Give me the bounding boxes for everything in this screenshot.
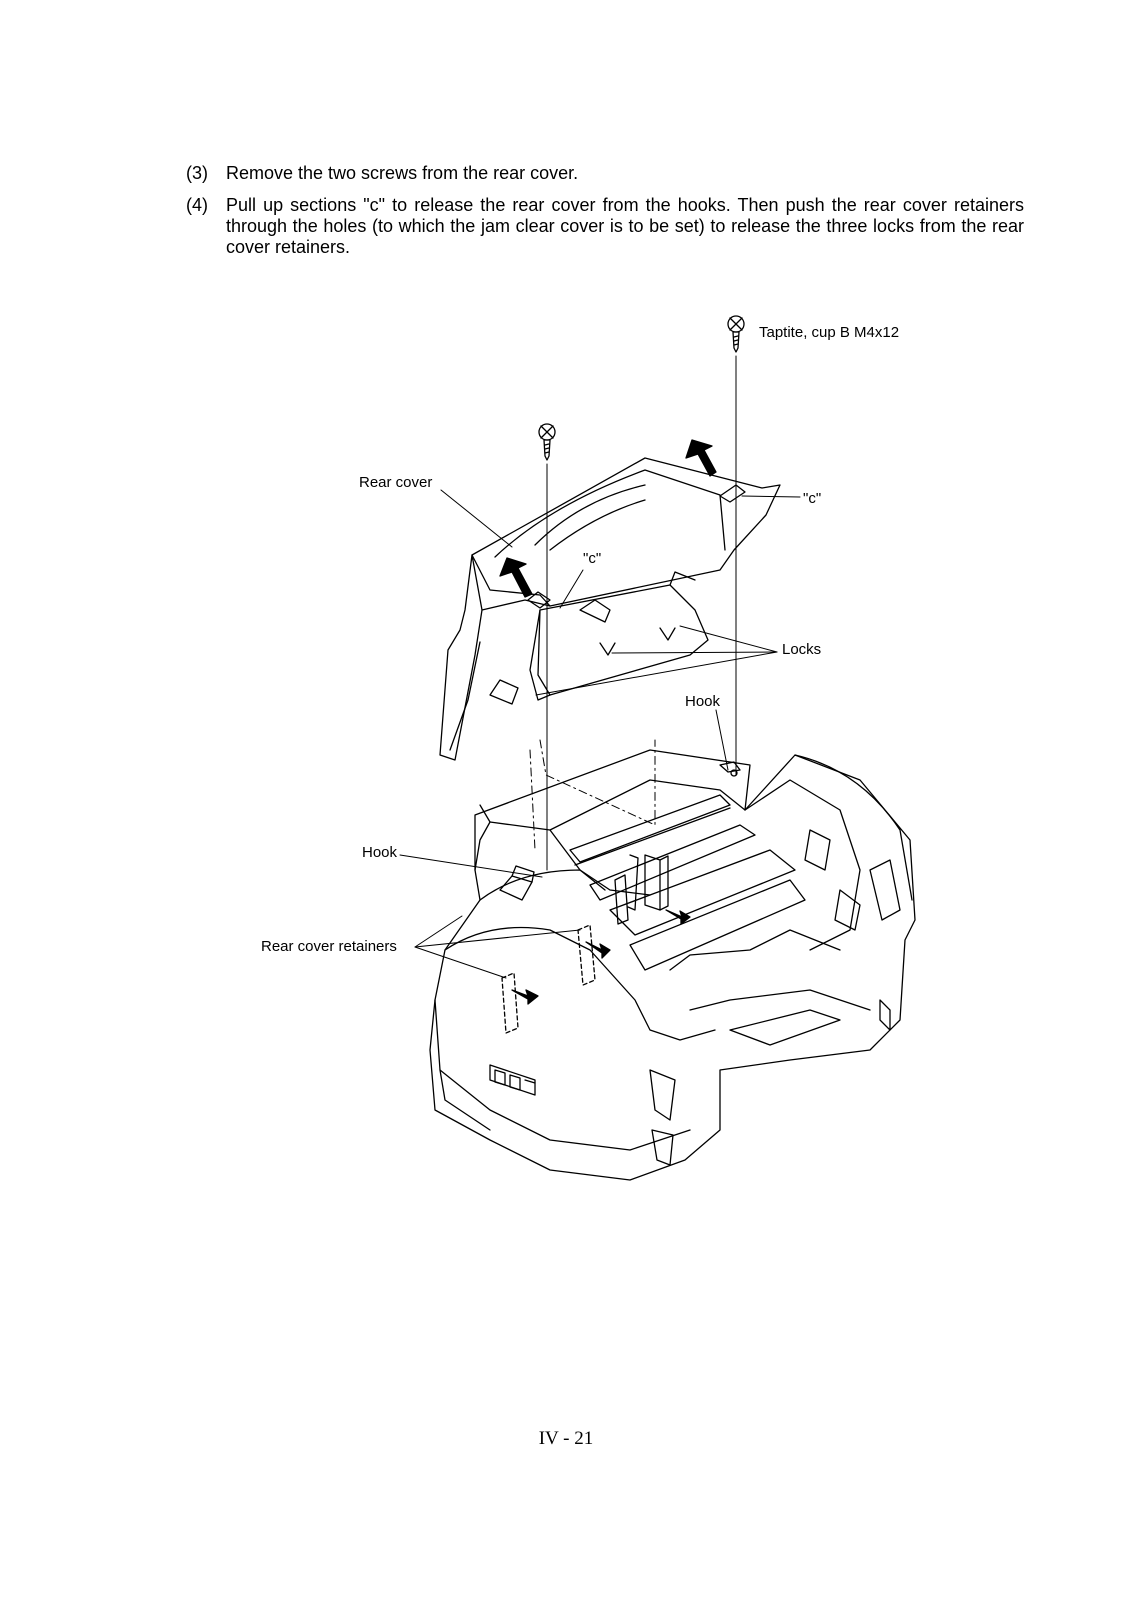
lift-arrow-icon xyxy=(685,439,717,477)
step-number: (3) xyxy=(186,163,208,183)
step-3: (3) Remove the two screws from the rear … xyxy=(186,163,1024,184)
retainer-part xyxy=(501,972,519,1034)
screw-label: Taptite, cup B M4x12 xyxy=(759,324,900,341)
locks-label: Locks xyxy=(782,641,822,658)
hook-label: Hook xyxy=(362,844,398,861)
push-arrow-icon xyxy=(585,941,611,959)
step-text: Pull up sections "c" to release the rear… xyxy=(226,195,1024,257)
section-c-label: "c" xyxy=(803,490,822,507)
section-c-label: "c" xyxy=(583,550,602,567)
step-text: Remove the two screws from the rear cove… xyxy=(226,163,579,183)
lift-arrow-icon xyxy=(499,557,533,598)
screw-icon xyxy=(538,423,556,461)
printer-illustration xyxy=(399,315,916,1181)
printer-body xyxy=(429,749,916,1181)
leader-lines xyxy=(399,489,801,979)
hook-label: Hook xyxy=(685,693,721,710)
page-number: IV - 21 xyxy=(538,1428,594,1449)
screw-icon xyxy=(727,315,745,353)
step-number: (4) xyxy=(186,195,208,215)
procedure-steps: (3) Remove the two screws from the rear … xyxy=(186,163,1024,269)
push-arrow-icon xyxy=(665,909,691,925)
retainer-part xyxy=(577,924,596,986)
rear-cover-part xyxy=(439,457,781,761)
retainers-label: Rear cover retainers xyxy=(261,938,397,955)
disassembly-figure: Taptite, cup B M4x12 Rear cover "c" "c" … xyxy=(250,310,950,1190)
step-4: (4) Pull up sections "c" to release the … xyxy=(186,195,1024,258)
rear-cover-label: Rear cover xyxy=(359,474,433,491)
push-arrow-icon xyxy=(511,989,539,1005)
